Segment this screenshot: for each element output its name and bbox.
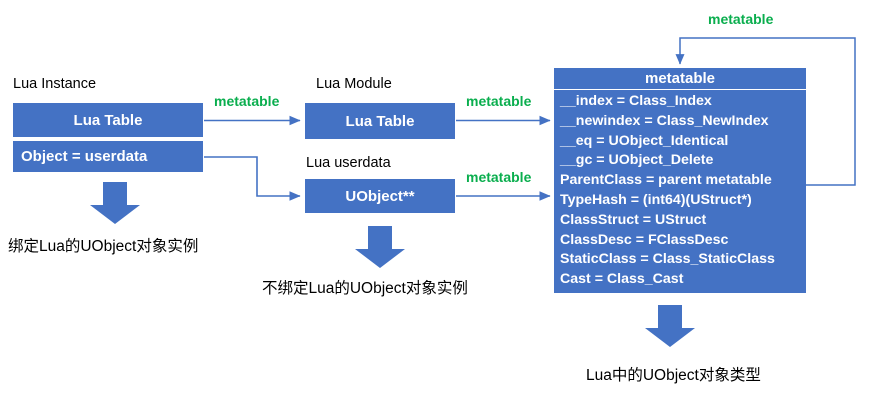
edge-label-metatable-self: metatable xyxy=(708,11,774,27)
arrow-userdata-to-uobject xyxy=(204,156,301,201)
annotation-bound-instance: 绑定Lua的UObject对象实例 xyxy=(8,238,199,255)
node-lua-module-table[interactable]: Lua Table xyxy=(305,103,455,139)
metatable-row: ClassDesc = FClassDesc xyxy=(560,231,729,248)
node-metatable[interactable]: metatable __index = Class_Index __newind… xyxy=(554,68,806,293)
label-lua-module: Lua Module xyxy=(316,76,392,92)
label-lua-instance: Lua Instance xyxy=(13,76,97,92)
node-lua-instance-table-row[interactable]: Lua Table xyxy=(13,103,203,139)
node-lua-instance-object-row[interactable]: Object = userdata xyxy=(13,141,203,172)
annotation-uobject-type: Lua中的UObject对象类型 xyxy=(586,367,761,384)
edge-label-instance-to-module: metatable xyxy=(214,93,280,109)
metatable-row: ClassStruct = UStruct xyxy=(560,211,707,228)
metatable-rows: __index = Class_Index __newindex = Class… xyxy=(554,92,806,290)
metatable-row: __eq = UObject_Identical xyxy=(560,132,729,149)
label-lua-userdata: Lua userdata xyxy=(306,155,391,171)
arrow-metatable-self-loop xyxy=(675,37,856,186)
down-arrow-bound-instance xyxy=(90,182,140,224)
down-arrow-uobject-type xyxy=(645,305,695,347)
annotation-unbound-instance: 不绑定Lua的UObject对象实例 xyxy=(262,280,468,297)
metatable-row: __newindex = Class_NewIndex xyxy=(560,112,769,129)
node-lua-instance[interactable]: Lua Table Object = userdata xyxy=(13,103,203,172)
metatable-row: __gc = UObject_Delete xyxy=(560,152,714,169)
edge-label-userdata-to-metatable: metatable xyxy=(466,169,532,185)
metatable-row: ParentClass = parent metatable xyxy=(560,172,772,189)
metatable-header: metatable xyxy=(554,68,806,90)
edge-label-module-to-metatable: metatable xyxy=(466,93,532,109)
node-lua-userdata-uobject[interactable]: UObject** xyxy=(305,179,455,213)
metatable-row: StaticClass = Class_StaticClass xyxy=(560,251,775,268)
metatable-row: __index = Class_Index xyxy=(560,93,712,109)
down-arrow-unbound-instance xyxy=(355,226,405,268)
metatable-row: Cast = Class_Cast xyxy=(560,271,684,288)
metatable-row: TypeHash = (int64)(UStruct*) xyxy=(560,191,752,208)
